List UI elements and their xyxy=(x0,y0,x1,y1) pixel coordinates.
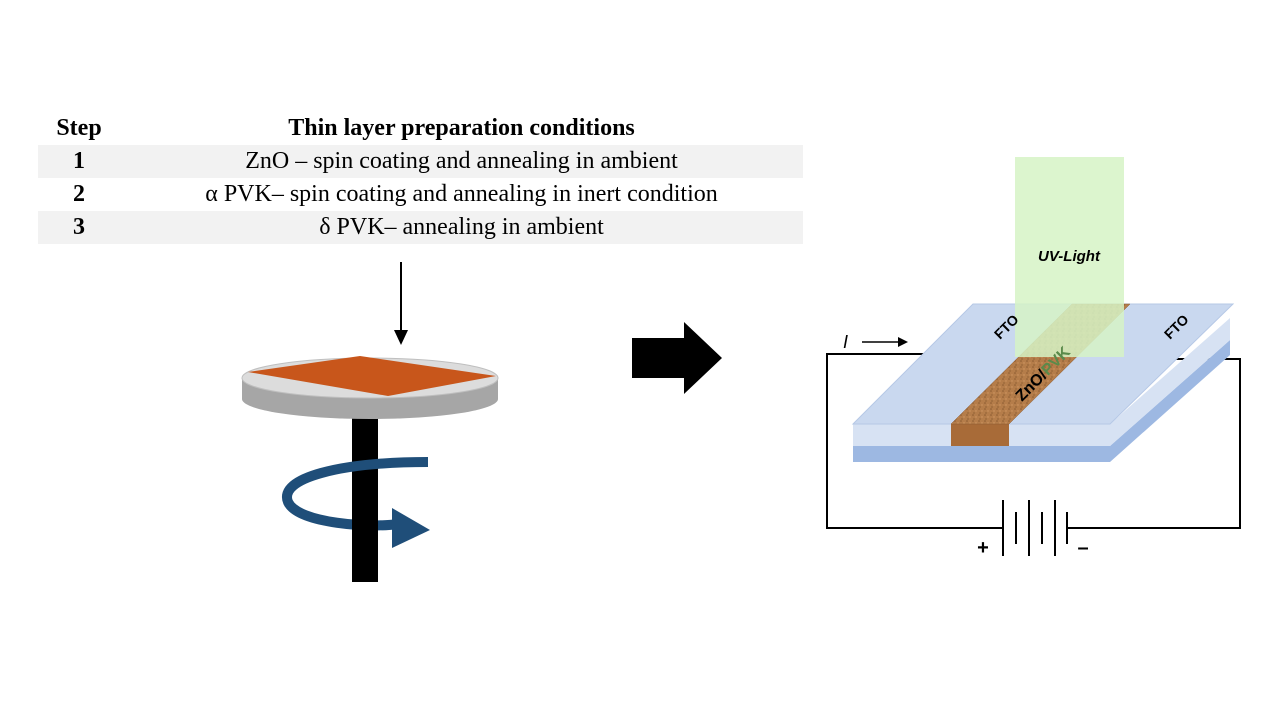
step-condition: δ PVK– annealing in ambient xyxy=(120,211,803,244)
step-number: 2 xyxy=(73,181,85,207)
spin-disk xyxy=(241,356,499,419)
step-number: 3 xyxy=(38,211,120,244)
header-conditions: Thin layer preparation conditions xyxy=(288,115,635,141)
uv-light-beam xyxy=(1015,157,1124,357)
process-arrow-icon xyxy=(632,322,722,394)
table-header-row: Step Thin layer preparation conditions xyxy=(38,112,803,145)
table-row: 2 α PVK– spin coating and annealing in i… xyxy=(38,178,803,211)
table-row: 1 ZnO – spin coating and annealing in am… xyxy=(38,145,803,178)
steps-table: Step Thin layer preparation conditions 1… xyxy=(38,112,803,244)
step-condition: α PVK– spin coating and annealing in ine… xyxy=(205,181,718,207)
battery-plus-label: + xyxy=(977,537,989,559)
step-number: 1 xyxy=(38,145,120,178)
uv-light-label: UV-Light xyxy=(1038,248,1101,265)
header-step: Step xyxy=(56,115,102,141)
step-condition: ZnO – spin coating and annealing in ambi… xyxy=(120,145,803,178)
battery-minus-label: – xyxy=(1077,537,1088,559)
current-arrow-icon xyxy=(862,337,908,347)
spin-coater xyxy=(241,356,499,582)
table-row: 3 δ PVK– annealing in ambient xyxy=(38,211,803,244)
coated-film xyxy=(248,356,496,396)
battery-icon xyxy=(1002,500,1068,556)
photodetector-device: UV-Light FTO FTO ZnO/PVK I + – xyxy=(826,157,1241,559)
circuit-wires xyxy=(826,353,1241,529)
current-label: I xyxy=(843,332,848,352)
down-arrow-icon xyxy=(394,262,408,345)
